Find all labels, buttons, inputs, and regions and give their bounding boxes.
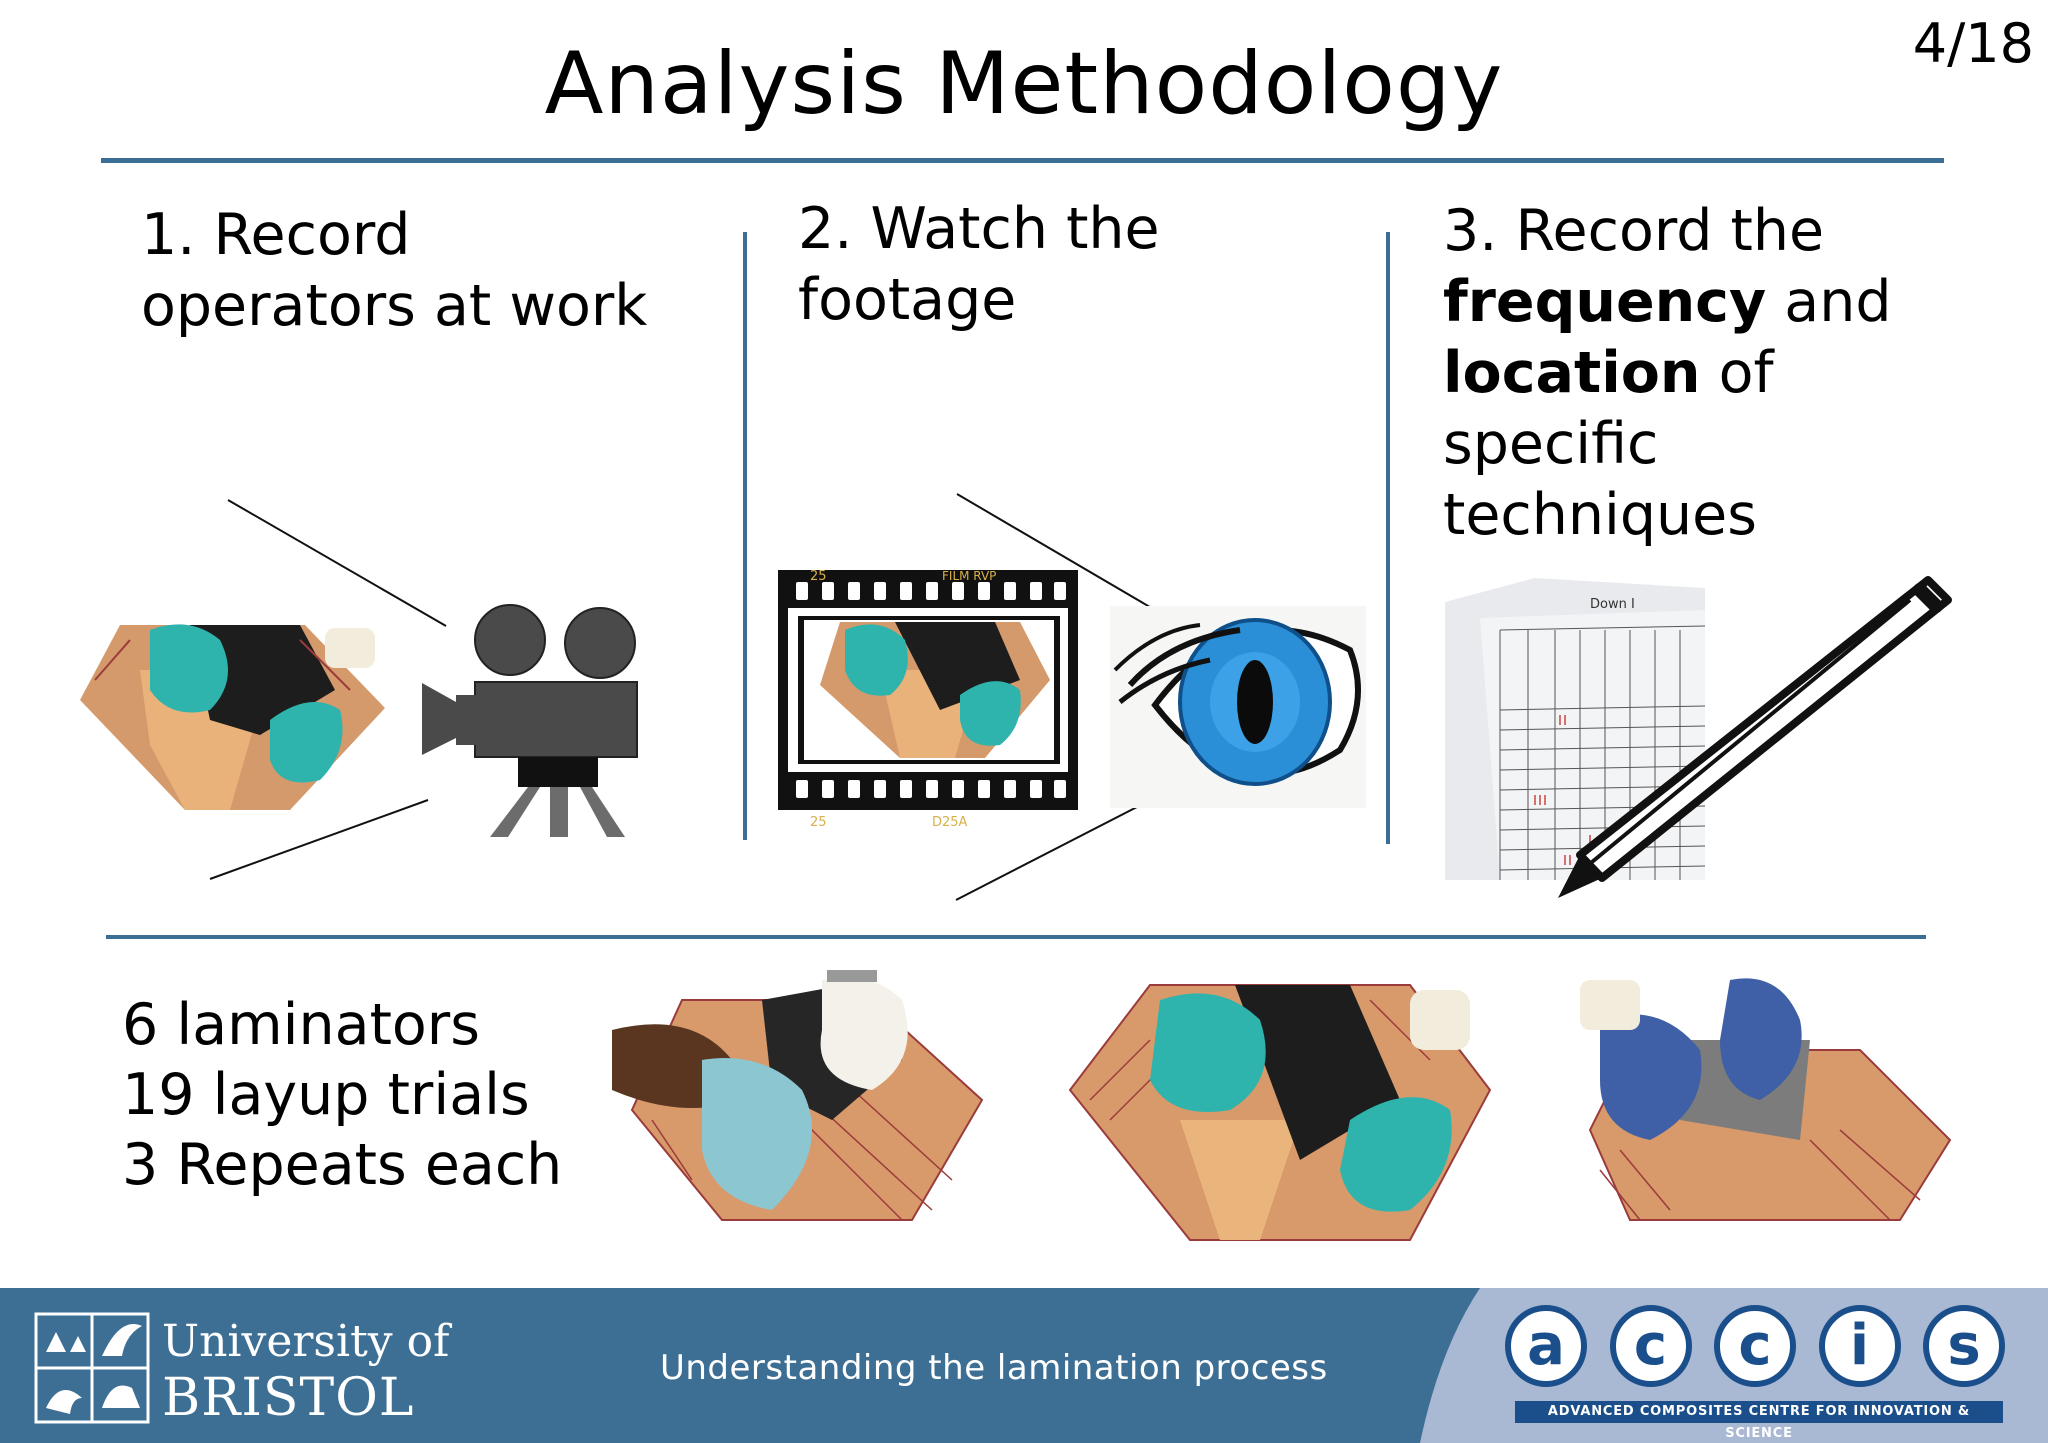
svg-text:25: 25 bbox=[810, 815, 827, 830]
layup-photo-2 bbox=[1068, 984, 1492, 1241]
svg-text:FILM RVP: FILM RVP bbox=[942, 569, 996, 583]
step-1-line-1: 1. Record bbox=[141, 202, 411, 268]
accis-tagline: ADVANCED COMPOSITES CENTRE FOR INNOVATIO… bbox=[1515, 1401, 2003, 1441]
section-divider bbox=[106, 935, 1926, 939]
location-emphasis: location bbox=[1443, 340, 1701, 406]
university-crest-icon bbox=[34, 1312, 150, 1424]
film-strip-icon: 25 FILM RVP 25 D25A bbox=[778, 569, 1078, 830]
title-divider bbox=[101, 158, 1944, 163]
accis-logo: a c c i s ADVANCED COMPOSITES CENTRE FOR… bbox=[1505, 1305, 2005, 1441]
step-2-line-1: 2. Watch the bbox=[798, 196, 1160, 262]
step-3-line-3: location of bbox=[1443, 340, 1774, 406]
column-divider-1 bbox=[743, 232, 747, 840]
accis-letter-i: i bbox=[1818, 1305, 1901, 1387]
step-3-text: 3. Record the frequency and location of … bbox=[1443, 196, 1892, 551]
stat-laminators: 6 laminators bbox=[122, 992, 480, 1058]
step-3-line-1: 3. Record the bbox=[1443, 198, 1825, 264]
accis-letter-c2: c bbox=[1714, 1305, 1796, 1387]
university-logo: University of BRISTOL bbox=[34, 1308, 454, 1428]
pencil-icon bbox=[1558, 576, 1952, 898]
step-3-illustration: Down I bbox=[1445, 576, 1952, 898]
step-1-line-2: operators at work bbox=[141, 273, 648, 339]
eye-icon bbox=[1110, 606, 1366, 808]
step-3-line-4: specific bbox=[1443, 411, 1659, 477]
frequency-emphasis: frequency bbox=[1443, 269, 1767, 335]
stat-repeats: 3 Repeats each bbox=[122, 1132, 563, 1198]
stats-block: 6 laminators 19 layup trials 3 Repeats e… bbox=[122, 990, 562, 1200]
column-divider-2 bbox=[1386, 232, 1390, 844]
step-1-text: 1. Record operators at work bbox=[141, 200, 647, 342]
layup-photo-3 bbox=[1580, 978, 1952, 1221]
university-name-line-2: BRISTOL bbox=[162, 1368, 415, 1428]
accis-letter-c1: c bbox=[1609, 1305, 1692, 1387]
layup-photo bbox=[80, 624, 385, 810]
step-1-illustration bbox=[80, 499, 638, 880]
step-2-illustration: 25 FILM RVP 25 D25A bbox=[778, 493, 1366, 901]
camera-icon bbox=[422, 604, 638, 837]
university-name-line-1: University of bbox=[162, 1316, 450, 1367]
stat-layup-trials: 19 layup trials bbox=[122, 1062, 530, 1128]
step-3-line-5: techniques bbox=[1443, 482, 1757, 548]
slide-title: Analysis Methodology bbox=[544, 34, 1504, 134]
accis-letter-a: a bbox=[1505, 1305, 1587, 1387]
svg-text:25: 25 bbox=[810, 569, 827, 584]
layup-photo-1 bbox=[612, 970, 984, 1221]
accis-letter-s: s bbox=[1923, 1305, 2005, 1387]
footer-caption: Understanding the lamination process bbox=[660, 1348, 1328, 1388]
step-3-line-2: frequency and bbox=[1443, 269, 1892, 335]
tally-sheet: Down I bbox=[1445, 578, 1706, 880]
step-2-text: 2. Watch the footage bbox=[798, 194, 1160, 336]
svg-text:Down I: Down I bbox=[1590, 597, 1635, 612]
svg-text:D25A: D25A bbox=[932, 815, 968, 830]
page-number: 4/18 bbox=[1912, 12, 2034, 75]
step-2-line-2: footage bbox=[798, 267, 1017, 333]
